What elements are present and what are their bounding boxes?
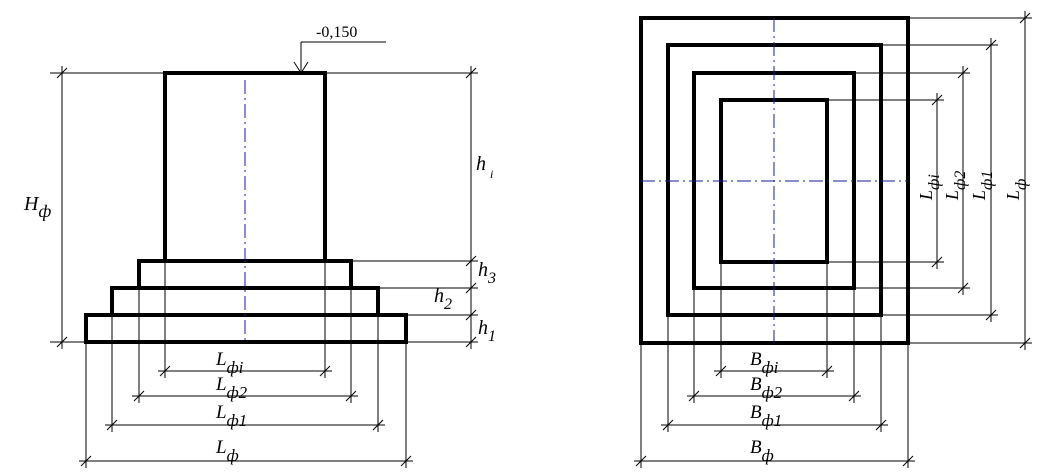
plan-lf1-tick-bottom (985, 309, 997, 321)
plan-bfi-tick-right (821, 365, 833, 377)
heights-tick-5 (465, 336, 477, 348)
plan-lf-tick-top (1019, 12, 1031, 24)
heights-tick-2 (465, 255, 477, 267)
heights-tick-1 (465, 67, 477, 79)
lf-label: Lф (215, 437, 239, 465)
elevation-arrow (293, 61, 309, 74)
plan-bf2-label: Bф2 (750, 374, 783, 402)
heights-tick-4 (465, 309, 477, 321)
plan-bf-tick-right (902, 455, 914, 467)
lf2-tick-left (133, 390, 145, 402)
step-1-outline (84, 313, 408, 344)
plan-bf1-tick-left (662, 419, 674, 431)
lf2-tick-right (345, 390, 357, 402)
h-tick-bottom (56, 336, 68, 348)
plan-lf-label: Lф (1003, 179, 1030, 201)
plan-lf2-tick-top (957, 67, 969, 79)
lf1-tick-right (372, 419, 384, 431)
plan-bf2-tick-left (688, 390, 700, 402)
h3-label: h3 (478, 259, 496, 287)
lfi-tick-right (319, 365, 331, 377)
plan-lfi-tick-top (931, 94, 943, 106)
lf1-tick-left (106, 419, 118, 431)
plan-lf2-tick-bottom (957, 282, 969, 294)
lfi-tick-left (159, 365, 171, 377)
plan-bfi-tick-left (715, 365, 727, 377)
plan-lfi-label: Lфi (916, 174, 943, 201)
plan-lfi-tick-bottom (931, 256, 943, 268)
h-total-label: Hф (23, 193, 51, 221)
plan-lf2-label: Lф2 (942, 171, 969, 201)
elevation-label: -0,150 (316, 24, 357, 41)
plan-bf1-label: Bф1 (750, 402, 782, 430)
h-tick-top (56, 67, 68, 79)
lfi-label: Lфi (215, 349, 244, 377)
h1-label: h1 (478, 317, 496, 345)
lf1-label: Lф1 (215, 402, 247, 430)
plan-lf1-tick-top (985, 39, 997, 51)
plan-bf2-tick-right (848, 390, 860, 402)
plan-bf1-tick-right (875, 419, 887, 431)
plan-lf1-label: Lф1 (969, 171, 996, 201)
plan-lf-tick-bottom (1019, 337, 1031, 349)
plan-view: Lфi Lф2 Lф1 Lф Bфi Bф2 Bф1 Bф (634, 11, 1032, 468)
lf-tick-right (400, 455, 412, 467)
plan-bf-label: Bф (750, 437, 774, 465)
lf-tick-left (80, 455, 92, 467)
lf2-label: Lф2 (215, 374, 248, 402)
h2-label: h2 (434, 285, 452, 313)
plan-bfi-label: Bфi (750, 349, 779, 377)
heights-tick-3 (465, 282, 477, 294)
plan-bf-tick-left (635, 455, 647, 467)
